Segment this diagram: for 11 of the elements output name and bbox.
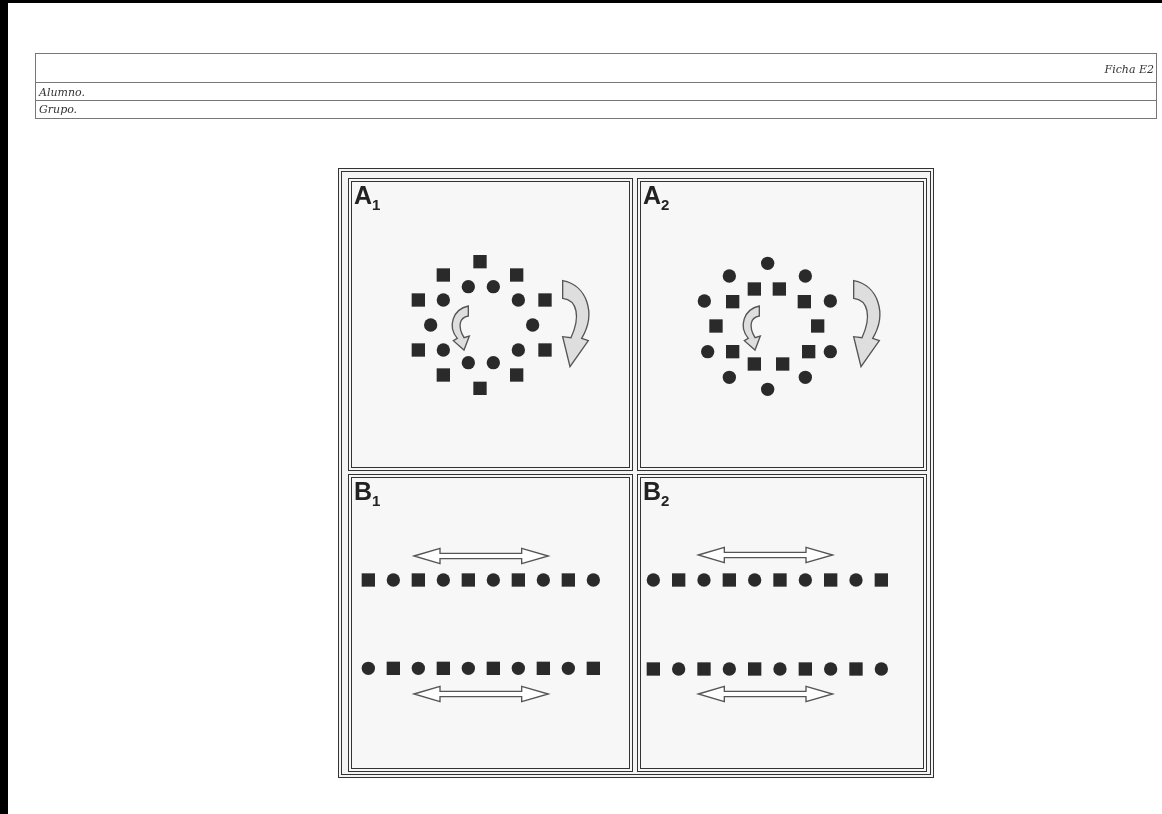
header-text: Ficha E2 [1104,63,1154,76]
panel-label: B$_{2}$ [643,478,670,510]
panel-label: B$_{1}$ [354,478,381,510]
header-text: Alumno. [39,86,85,99]
diagram-panel [637,474,927,772]
diagram-panel [637,178,927,471]
panel-label: A$_{1}$ [354,182,381,214]
header-text: Grupo. [39,103,78,116]
diagram-panel [348,178,633,471]
diagram-panel [348,474,633,772]
panel-label: A$_{2}$ [643,182,670,214]
